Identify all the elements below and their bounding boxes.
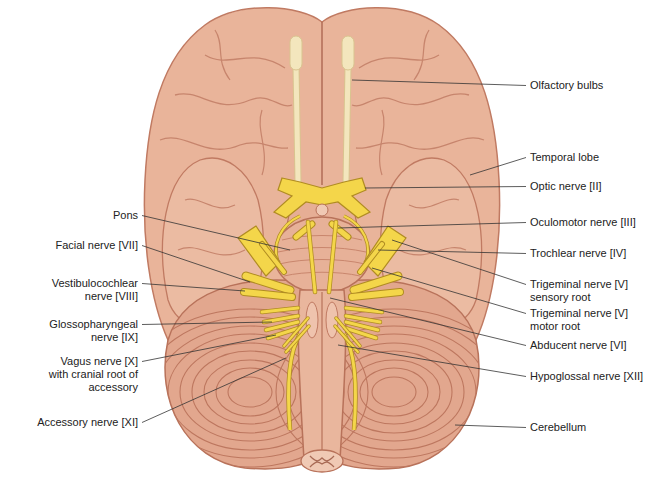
part-label: Hypoglossal nerve [XII] <box>530 370 643 383</box>
right-cranial-nerves <box>329 216 406 430</box>
pons <box>274 217 370 293</box>
part-label: Optic nerve [II] <box>530 180 602 193</box>
part-label: Olfactory bulbs <box>530 79 603 92</box>
pituitary-stalk <box>316 204 328 216</box>
part-label: Oculomotor nerve [III] <box>530 216 636 229</box>
optic-chiasm <box>274 178 370 218</box>
part-label: Accessory nerve [XI] <box>37 416 138 429</box>
longitudinal-fissure <box>321 22 323 185</box>
part-label: Trochlear nerve [IV] <box>530 247 626 260</box>
part-label: Pons <box>113 209 138 222</box>
part-label: Glossopharyngeal nerve [IX] <box>38 318 138 344</box>
part-label: Vestibulocochlear nerve [VIII] <box>38 277 138 303</box>
median-fissure <box>321 292 322 455</box>
left-cranial-nerves <box>238 216 315 430</box>
part-label: Temporal lobe <box>530 151 599 164</box>
spinal-cord-section <box>301 450 343 472</box>
part-label: Cerebellum <box>530 421 586 434</box>
part-label: Trigeminal nerve [V] sensory root <box>530 278 638 304</box>
pons-striations <box>278 236 366 277</box>
medulla <box>298 290 345 460</box>
part-label: Vagus nerve [X] with cranial root of acc… <box>38 355 138 394</box>
grey-matter <box>310 456 334 467</box>
part-label: Trigeminal nerve [V] motor root <box>530 307 638 333</box>
leader-lines <box>142 80 526 428</box>
part-label: Abducent nerve [VI] <box>530 339 627 352</box>
part-label: Facial nerve [VII] <box>55 239 138 252</box>
cerebellum <box>165 280 479 469</box>
